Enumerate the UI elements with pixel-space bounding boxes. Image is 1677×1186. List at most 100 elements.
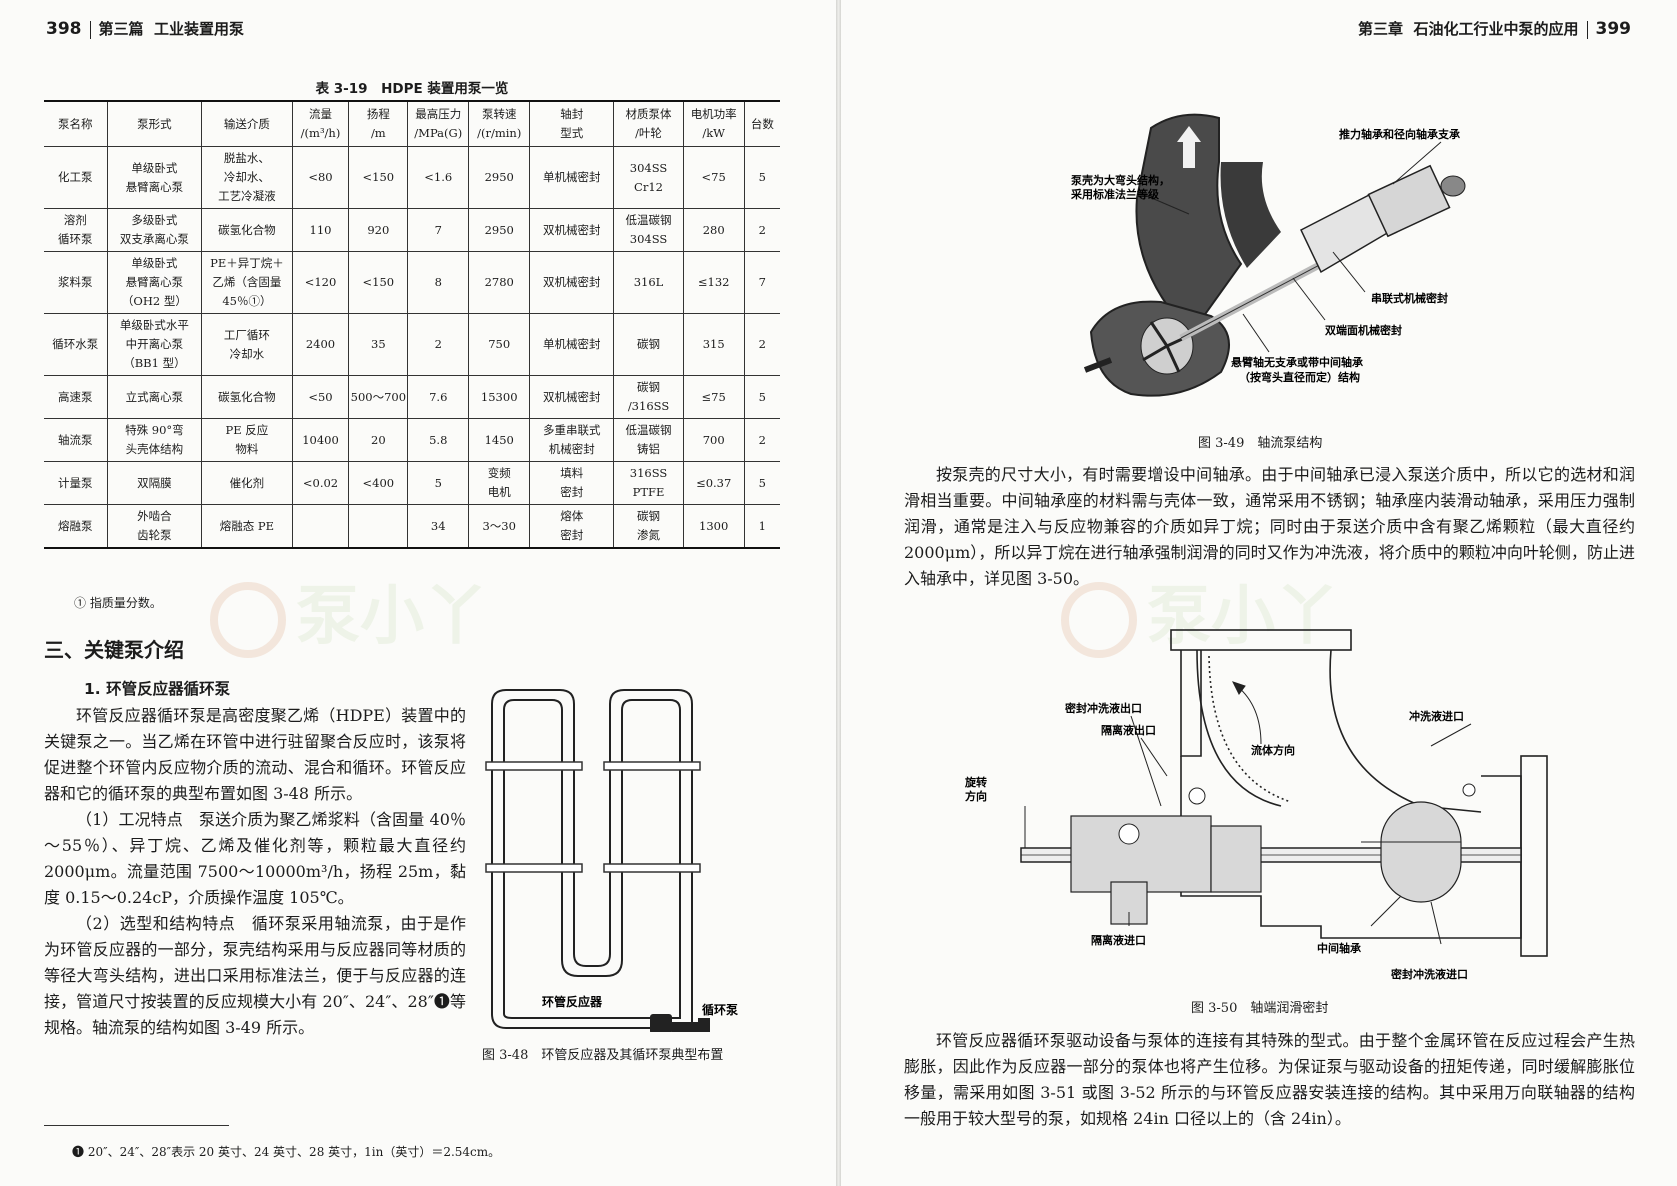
figure-50-caption: 图 3-50 轴端润滑密封 <box>1191 1001 1329 1016</box>
table-cell <box>291 504 349 549</box>
figure-48-caption: 图 3-48 环管反应器及其循环泵典型布置 <box>482 1048 724 1063</box>
table-cell: 2 <box>743 418 780 462</box>
table-cell: <50 <box>291 375 349 419</box>
table-header-cell: 泵转速/(r/min) <box>468 100 530 147</box>
mid-bearing-label: 中间轴承 <box>1317 941 1362 955</box>
table-cell: 700 <box>682 418 745 462</box>
table-cell: 高速泵 <box>44 375 108 419</box>
fig49-casing-label-1: 泵壳为大弯头结构， <box>1071 173 1170 187</box>
flow-direction-label: 流体方向 <box>1251 743 1295 757</box>
table-header-cell: 泵形式 <box>106 100 202 147</box>
table-cell: 单级卧式水平中开离心泵（BB1 型） <box>106 313 202 376</box>
table-cell: 34 <box>407 504 469 549</box>
table-cell: <400 <box>348 461 408 505</box>
table-cell: ≤132 <box>682 251 745 314</box>
table-cell: 3～30 <box>468 504 530 549</box>
table-cell: 碳氢化合物 <box>201 375 293 419</box>
mid-bearing-housing <box>1380 801 1462 903</box>
left-body-text: 环管反应器循环泵是高密度聚乙烯（HDPE）装置中的关键泵之一。当乙烯在环管中进行… <box>44 703 466 1041</box>
table-cell: 浆料泵 <box>44 251 108 314</box>
table-header-cell: 扬程/m <box>348 100 408 147</box>
table-cell: 熔融泵 <box>44 504 108 549</box>
table-cell: 催化剂 <box>201 461 293 505</box>
table-cell: 脱盐水、冷却水、工艺冷凝液 <box>201 146 293 209</box>
table-cell: 多级卧式双支承离心泵 <box>106 208 202 252</box>
table-cell: PE 反应物料 <box>201 418 293 462</box>
table-cell: 计量泵 <box>44 461 108 505</box>
rotation-label-2: 方向 <box>965 789 987 803</box>
table-cell: 化工泵 <box>44 146 108 209</box>
table-cell: <75 <box>682 146 745 209</box>
footnote: ❶ 20″、24″、28″表示 20 英寸、24 英寸、28 英寸，1in（英寸… <box>72 1145 501 1159</box>
fig49-double-seal-label: 双端面机械密封 <box>1325 323 1402 337</box>
table-cell: 10400 <box>291 418 349 462</box>
table-cell: 碳钢渗氮 <box>613 504 684 549</box>
table-cell <box>348 504 408 549</box>
fig49-cantilever-label-2: （按弯头直径而定）结构 <box>1239 370 1360 384</box>
footnote-rule <box>44 1125 229 1126</box>
flow-arrow-icon <box>1177 126 1201 168</box>
table-cell: <80 <box>291 146 349 209</box>
rotation-label-1: 旋转 <box>964 775 987 789</box>
table-cell: ≤0.37 <box>682 461 745 505</box>
table-cell: 双隔膜 <box>106 461 202 505</box>
right-flange <box>1520 755 1548 957</box>
fig49-thrust-label: 推力轴承和径向轴承支承 <box>1339 127 1461 141</box>
part-title: 工业装置用泵 <box>153 20 244 38</box>
table-cell: 熔融态 PE <box>201 504 293 549</box>
table-header-cell: 输送介质 <box>201 100 293 147</box>
table-cell: 316L <box>613 251 684 314</box>
table-cell: 8 <box>407 251 469 314</box>
shaft-seal-figure: 密封冲洗液出口 隔离液出口 流体方向 冲洗液进口 旋转 方向 隔离液进口 中间轴… <box>964 629 1548 981</box>
seal-flush-inlet-label: 密封冲洗液进口 <box>1391 967 1468 981</box>
table-header-cell: 台数 <box>743 100 780 147</box>
page-number: 399 <box>1595 19 1632 39</box>
reactor-loop-outer <box>491 689 693 1014</box>
table-cell: 1300 <box>682 504 745 549</box>
table-header-cell: 流量/(m³/h) <box>291 100 349 147</box>
table-cell: <1.6 <box>407 146 469 209</box>
elbow-casing <box>1135 113 1243 336</box>
pump-label: 循环泵 <box>702 1002 738 1017</box>
table-cell: 工厂循环冷却水 <box>201 313 293 376</box>
table-cell: 280 <box>682 208 745 252</box>
chapter-title: 石油化工行业中泵的应用 <box>1413 20 1579 38</box>
loop-reactor-figure: 环管反应器 循环泵 <box>485 689 738 1032</box>
table-note: ① 指质量分数。 <box>74 596 162 610</box>
table-header-cell: 泵名称 <box>44 100 108 147</box>
right-body-text-2: 环管反应器循环泵驱动设备与泵体的连接有其特殊的型式。由于整个金属环管在反应过程会… <box>904 1028 1635 1132</box>
paragraph: （2）选型和结构特点 循环泵采用轴流泵，由于是作为环管反应器的一部分，泵壳结构采… <box>44 914 466 1037</box>
table-cell: <150 <box>348 146 408 209</box>
table-cell: 双机械密封 <box>529 375 614 419</box>
table-cell: 2400 <box>291 313 349 376</box>
table-cell: 低温碳钢铸铝 <box>613 418 684 462</box>
table-cell: 2 <box>407 313 469 376</box>
section-title: 三、关键泵介绍 <box>44 638 184 662</box>
table-cell: 碳钢/316SS <box>613 375 684 419</box>
table-header-cell: 轴封型式 <box>529 100 614 147</box>
table-cell: 15300 <box>468 375 530 419</box>
watermark-logo: 泵小丫 <box>210 565 488 659</box>
seal-assembly <box>1070 815 1212 893</box>
table-cell: 2950 <box>468 146 530 209</box>
table-cell: 循环水泵 <box>44 313 108 376</box>
table-cell: 碳钢 <box>613 313 684 376</box>
table-cell: 立式离心泵 <box>106 375 202 419</box>
paragraph: （1）工况特点 泵送介质为聚乙烯浆料（含固量 40％～55％）、异丁烷、乙烯及催… <box>44 810 466 907</box>
right-body-text-1: 按泵壳的尺寸大小，有时需要增设中间轴承。由于中间轴承已浸入泵送介质中，所以它的选… <box>904 462 1635 592</box>
reactor-loop-inner <box>503 699 681 1014</box>
table-cell: 单级卧式悬臂离心泵 <box>106 146 202 209</box>
table-cell: 5 <box>407 461 469 505</box>
table-cell: <150 <box>348 251 408 314</box>
